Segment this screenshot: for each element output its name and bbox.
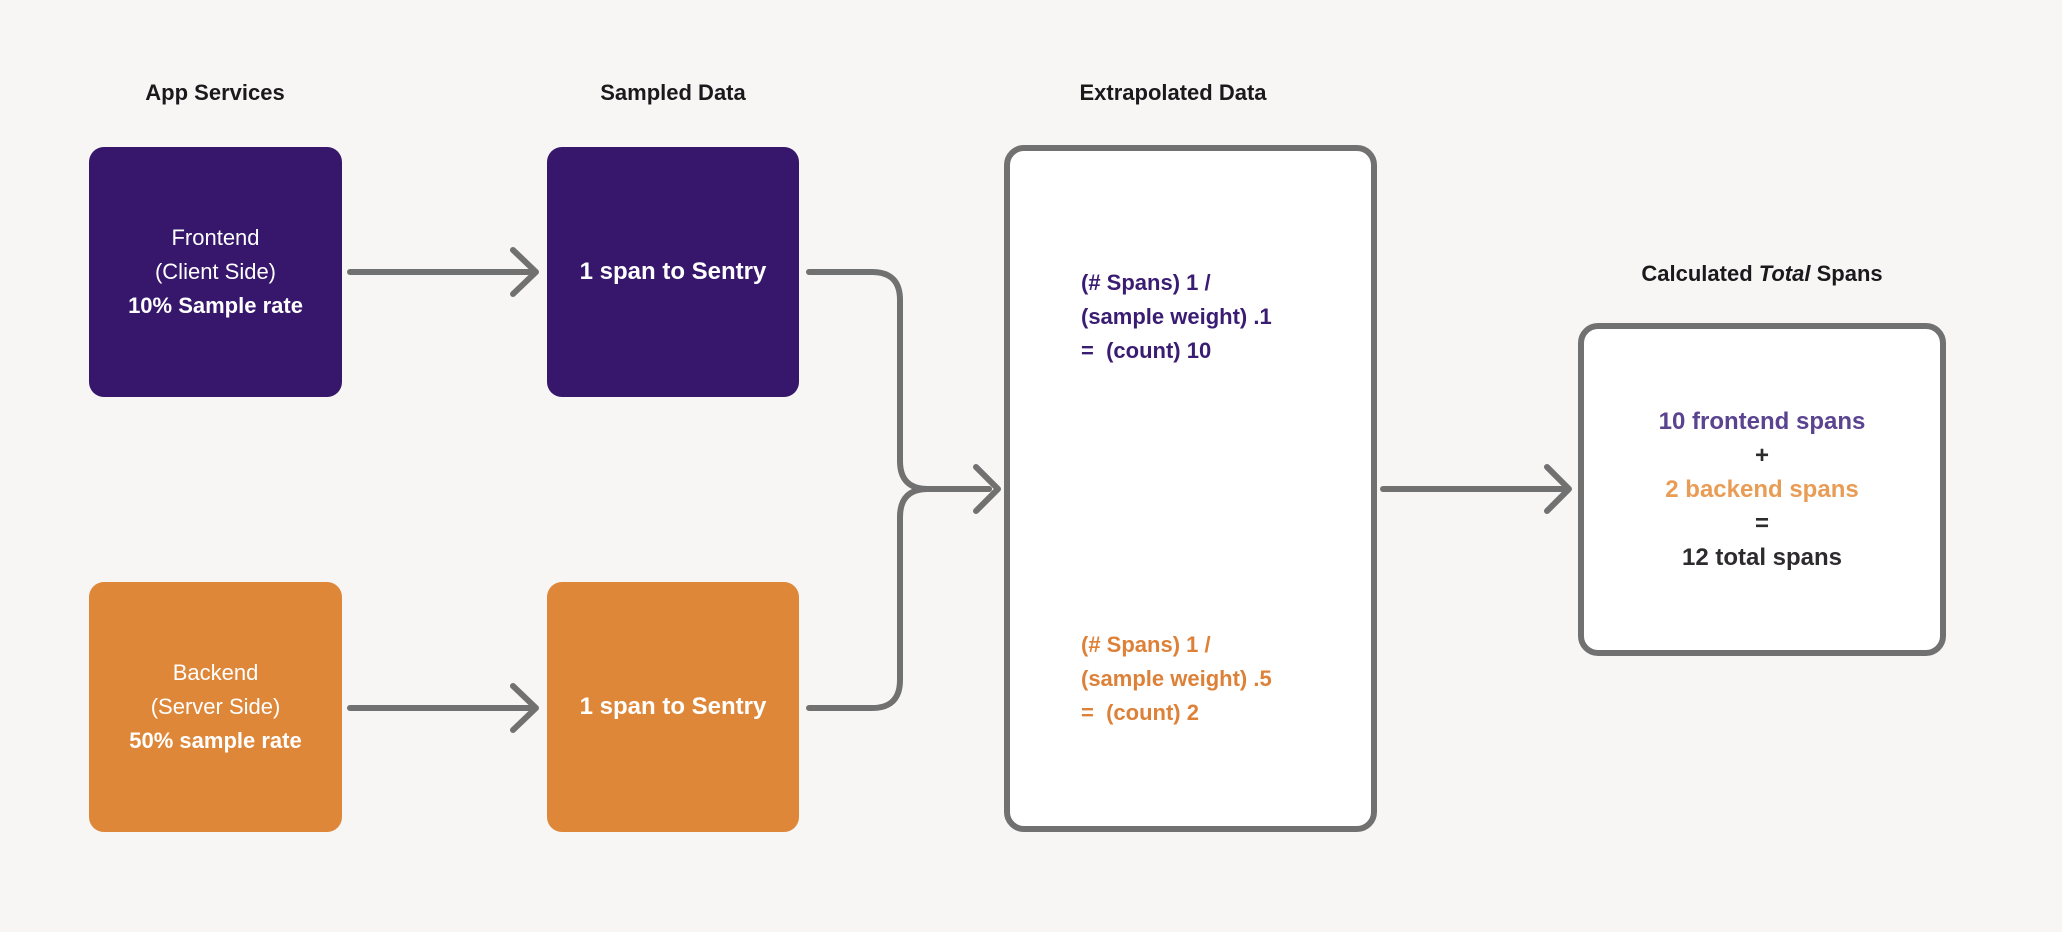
total-equals-sign: =	[1754, 509, 1769, 537]
extrapolated-backend-line3: = (count) 2	[1081, 700, 1199, 725]
node-sampled-frontend: 1 span to Sentry	[547, 147, 799, 397]
sampled-frontend-label: 1 span to Sentry	[579, 258, 767, 285]
heading-sampled-data: Sampled Data	[600, 80, 746, 105]
merge-line-backend	[806, 486, 992, 711]
heading-calculated-italic-word: Total	[1758, 261, 1811, 286]
total-frontend-spans: 10 frontend spans	[1658, 407, 1866, 435]
node-frontend-service: Frontend (Client Side) 10% Sample rate	[89, 147, 342, 397]
arrow-extrapolated-to-total-head	[1544, 464, 1572, 514]
frontend-side: (Client Side)	[154, 259, 277, 284]
backend-side: (Server Side)	[150, 694, 281, 719]
extrapolated-frontend-line3: = (count) 10	[1081, 338, 1212, 363]
panel-calculated-total: 10 frontend spans + 2 backend spans = 12…	[1578, 323, 1946, 656]
node-backend-service: Backend (Server Side) 50% sample rate	[89, 582, 342, 832]
total-backend-spans: 2 backend spans	[1665, 475, 1859, 503]
total-plus-sign: +	[1754, 441, 1769, 469]
merge-arrow-head	[973, 464, 1001, 514]
heading-calculated-suffix: Spans	[1810, 261, 1883, 286]
sampled-backend-label: 1 span to Sentry	[579, 693, 767, 720]
extrapolated-backend-line1: (# Spans) 1 /	[1081, 632, 1211, 657]
total-spans-result: 12 total spans	[1681, 543, 1843, 571]
extrapolated-backend-calc: (# Spans) 1 / (sample weight) .5 = (coun…	[1081, 628, 1272, 730]
extrapolated-frontend-calc: (# Spans) 1 / (sample weight) .1 = (coun…	[1081, 266, 1272, 368]
frontend-name: Frontend	[171, 225, 260, 250]
extrapolated-backend-line2: (sample weight) .5	[1081, 666, 1272, 691]
extrapolated-frontend-line2: (sample weight) .1	[1081, 304, 1272, 329]
backend-sample-rate: 50% sample rate	[129, 728, 302, 753]
panel-extrapolated-data: (# Spans) 1 / (sample weight) .1 = (coun…	[1004, 145, 1377, 832]
merge-line-frontend	[806, 269, 992, 492]
heading-calculated-prefix: Calculated	[1641, 261, 1759, 286]
heading-app-services: App Services	[145, 80, 285, 105]
arrow-frontend-to-sampled-head	[510, 247, 539, 297]
heading-calculated-total-spans: Calculated Total Spans	[1641, 262, 1882, 286]
node-sampled-backend: 1 span to Sentry	[547, 582, 799, 832]
frontend-sample-rate: 10% Sample rate	[128, 293, 303, 318]
extrapolated-frontend-line1: (# Spans) 1 /	[1081, 270, 1211, 295]
backend-name: Backend	[172, 660, 259, 685]
arrow-backend-to-sampled-head	[510, 683, 539, 733]
heading-extrapolated-data: Extrapolated Data	[1079, 80, 1267, 105]
